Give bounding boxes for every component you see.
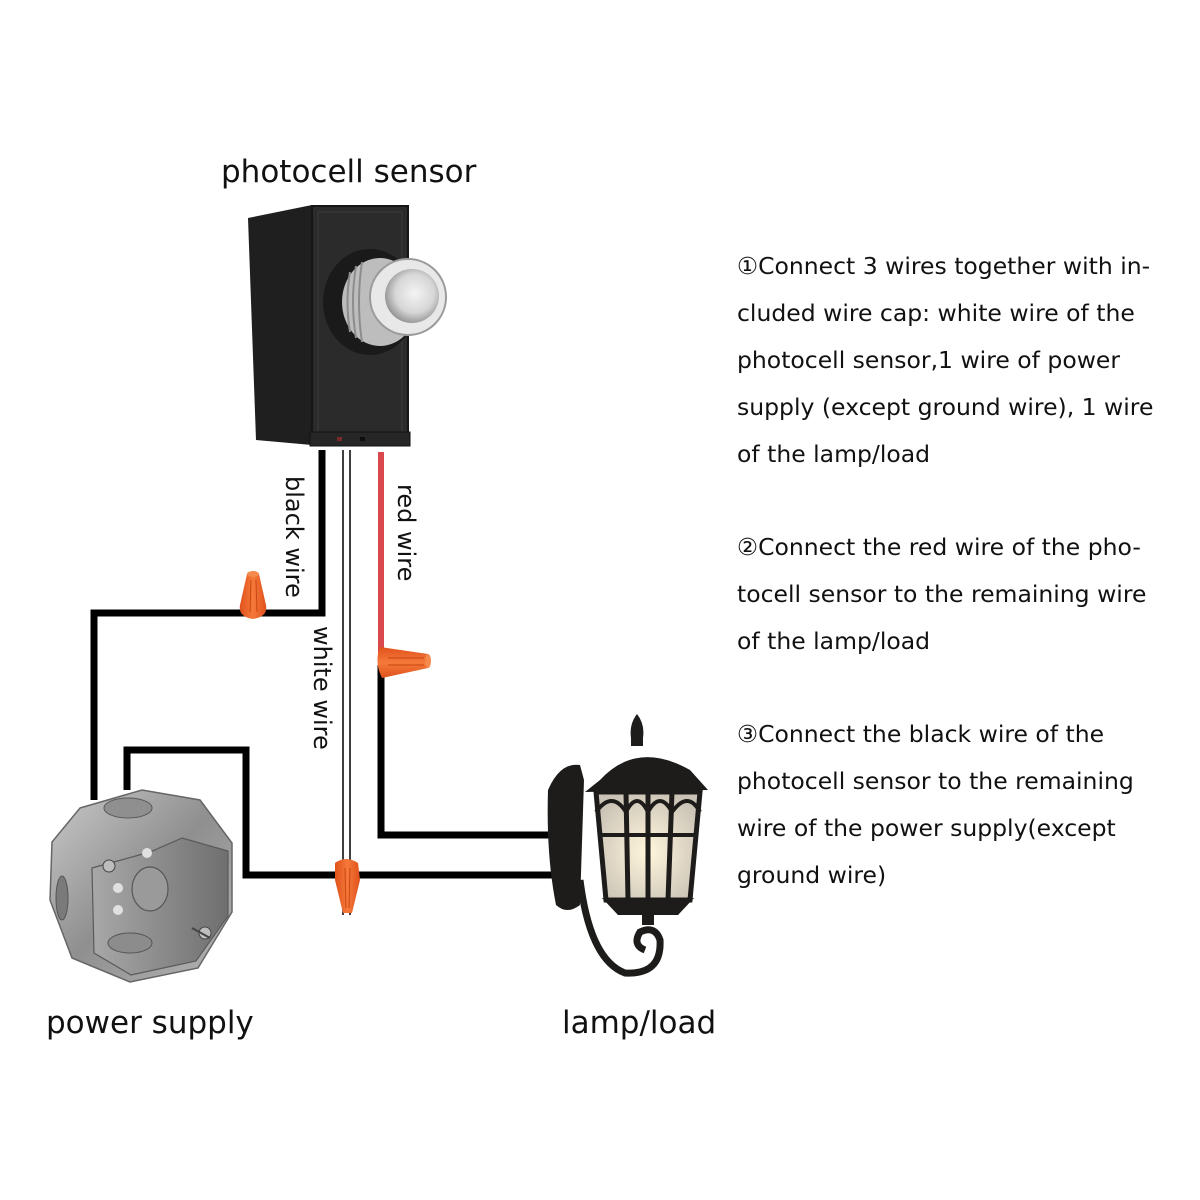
instruction-line: ①Connect 3 wires together with in- xyxy=(737,252,1151,280)
step-number: ③ xyxy=(737,720,759,748)
instruction-line: wire of the power supply(except xyxy=(737,814,1116,842)
wire-cap-white xyxy=(335,859,360,913)
instruction-step-2: ②Connect the red wire of the pho- tocell… xyxy=(737,524,1187,665)
step-number: ② xyxy=(737,533,759,561)
instruction-line: ground wire) xyxy=(737,861,887,889)
white-wire-label: white wire xyxy=(308,626,336,750)
instruction-line: supply (except ground wire), 1 wire xyxy=(737,393,1154,421)
black-wire-label: black wire xyxy=(280,476,308,598)
lamp-lantern xyxy=(547,714,708,977)
instructions-panel: ①Connect 3 wires together with in- clude… xyxy=(737,243,1187,945)
instruction-line: photocell sensor,1 wire of power xyxy=(737,346,1121,374)
power-supply-box xyxy=(49,789,233,983)
instruction-line: of the lamp/load xyxy=(737,440,931,468)
red-wire xyxy=(377,452,555,839)
step-number: ① xyxy=(737,252,759,280)
instruction-line: tocell sensor to the remaining wire xyxy=(737,580,1147,608)
lamp-load-label: lamp/load xyxy=(562,1005,717,1041)
power-supply-label: power supply xyxy=(46,1005,254,1041)
instruction-line: photocell sensor to the remaining xyxy=(737,767,1134,795)
red-wire-label: red wire xyxy=(392,484,420,582)
instruction-line: cluded wire cap: white wire of the xyxy=(737,299,1135,327)
black-wire xyxy=(90,450,326,800)
instruction-step-3: ③Connect the black wire of the photocell… xyxy=(737,711,1187,899)
photocell-sensor xyxy=(248,205,447,447)
instruction-line: of the lamp/load xyxy=(737,627,931,655)
wire-cap-red xyxy=(377,647,431,678)
white-wire xyxy=(342,450,351,915)
wire-cap-black xyxy=(239,571,267,619)
instruction-line: ②Connect the red wire of the pho- xyxy=(737,533,1141,561)
photocell-sensor-label: photocell sensor xyxy=(221,154,477,190)
instruction-step-1: ①Connect 3 wires together with in- clude… xyxy=(737,243,1187,478)
instruction-line: ③Connect the black wire of the xyxy=(737,720,1105,748)
